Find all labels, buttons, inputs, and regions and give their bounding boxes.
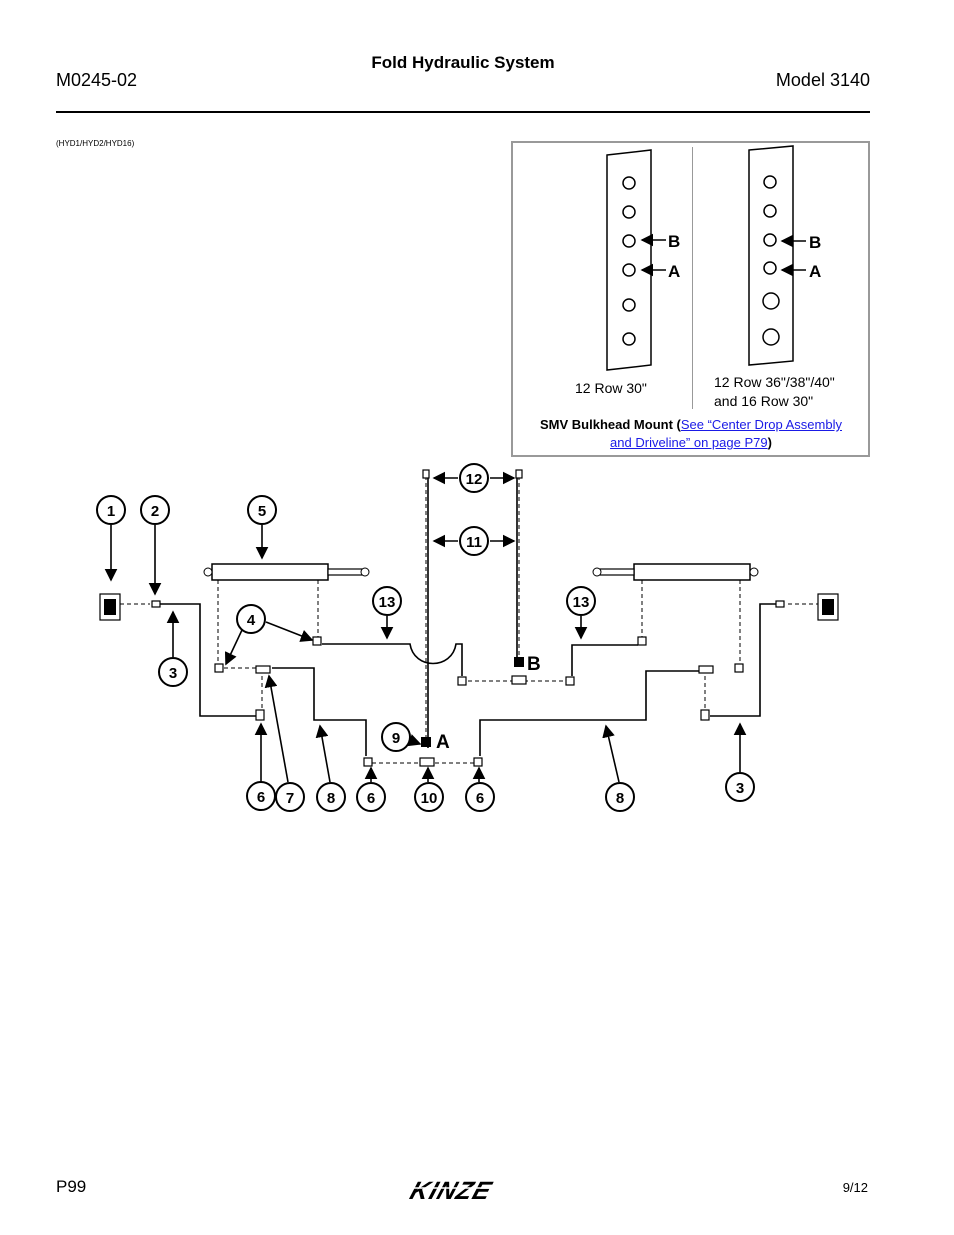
callout-6-a-label: 6 [257, 789, 265, 806]
reference-code: (HYD1/HYD2/HYD16) [56, 139, 135, 148]
smv-bulkhead-note: SMV Bulkhead Mount (See “Center Drop Ass… [516, 416, 866, 452]
callout-2: 2 [140, 495, 170, 525]
callout-6-a: 6 [246, 781, 276, 811]
kinze-logo-text: KINZE [407, 1178, 496, 1204]
inset-port-b-left: B [668, 232, 680, 251]
inset-caption-12row30: 12 Row 30" [575, 380, 647, 396]
inset-port-b-right: B [809, 233, 821, 252]
right-fold-cylinder [592, 563, 759, 581]
callout-5-label: 5 [258, 503, 266, 520]
callout-8-right: 8 [605, 782, 635, 812]
callout-6-c: 6 [465, 782, 495, 812]
inset-caption-line1: 12 Row 36"/38"/40" [714, 374, 835, 390]
callout-6-b-label: 6 [367, 790, 375, 807]
callout-13-left-label: 13 [379, 594, 396, 611]
page-title: Fold Hydraulic System [371, 53, 555, 72]
kinze-logo: KINZE [407, 1178, 516, 1204]
callout-3-left: 3 [158, 657, 188, 687]
inset-port-a-left: A [668, 262, 680, 281]
callout-3-right-label: 3 [736, 780, 744, 797]
inset-bar-36-38-40 [748, 145, 806, 366]
callout-8-right-label: 8 [616, 790, 624, 807]
inset-bar-12row30 [606, 149, 666, 371]
callout-4: 4 [236, 604, 266, 634]
link-line2: and Driveline” on page P79 [610, 435, 768, 450]
callout-7-label: 7 [286, 790, 294, 807]
callout-6-c-label: 6 [476, 790, 484, 807]
link-line1: See “Center Drop Assembly [680, 417, 842, 432]
header-rule [56, 111, 870, 113]
document-number: M0245-02 [56, 70, 138, 90]
callout-9: 9 [381, 722, 411, 752]
callout-1-label: 1 [107, 503, 115, 520]
page-number: P99 [56, 1177, 87, 1196]
callout-8-left-label: 8 [327, 790, 335, 807]
callout-13-left: 13 [372, 586, 402, 616]
callout-11-label: 11 [466, 534, 482, 551]
callout-5: 5 [247, 495, 277, 525]
left-fold-cylinder [203, 563, 370, 581]
inset-port-a-right: A [809, 262, 821, 281]
smv-bulkhead-port-a [421, 737, 431, 747]
fittings [151, 469, 785, 767]
inset-caption-line2: and 16 Row 30" [714, 393, 814, 409]
callout-3-right: 3 [725, 772, 755, 802]
smv-close: ) [767, 435, 772, 450]
smv-label: SMV Bulkhead Mount ( [540, 417, 681, 432]
callout-3-left-label: 3 [169, 665, 177, 682]
callout-13-right-label: 13 [573, 594, 590, 611]
callout-10: 10 [414, 782, 444, 812]
smv-bulkhead-port-b [514, 657, 524, 667]
callout-13-right: 13 [566, 586, 596, 616]
callout-9-label: 9 [392, 730, 400, 747]
callout-11: 11 [459, 526, 489, 556]
center-drop-link[interactable]: See “Center Drop Assembly and Driveline”… [610, 417, 842, 450]
inset-caption-36-38-40: 12 Row 36"/38"/40" and 16 Row 30" [714, 373, 835, 411]
callout-10-label: 10 [421, 790, 438, 807]
callout-4-label: 4 [247, 612, 256, 629]
callout-8-left: 8 [316, 782, 346, 812]
diagram-port-a-label: A [436, 732, 450, 753]
callout-12-label: 12 [466, 471, 483, 488]
smv-bulkhead-inset [511, 141, 870, 457]
callout-6-b: 6 [356, 782, 386, 812]
callout-7: 7 [275, 782, 305, 812]
diagram-port-b-label: B [527, 654, 541, 675]
callout-12: 12 [459, 463, 489, 493]
model-name: Model 3140 [775, 70, 870, 90]
revision-date: 9/12 [842, 1180, 868, 1195]
left-valve-block [99, 593, 121, 621]
callout-2-label: 2 [151, 503, 159, 520]
right-valve-block [817, 593, 839, 621]
callout-1: 1 [96, 495, 126, 525]
inset-divider [692, 147, 693, 409]
